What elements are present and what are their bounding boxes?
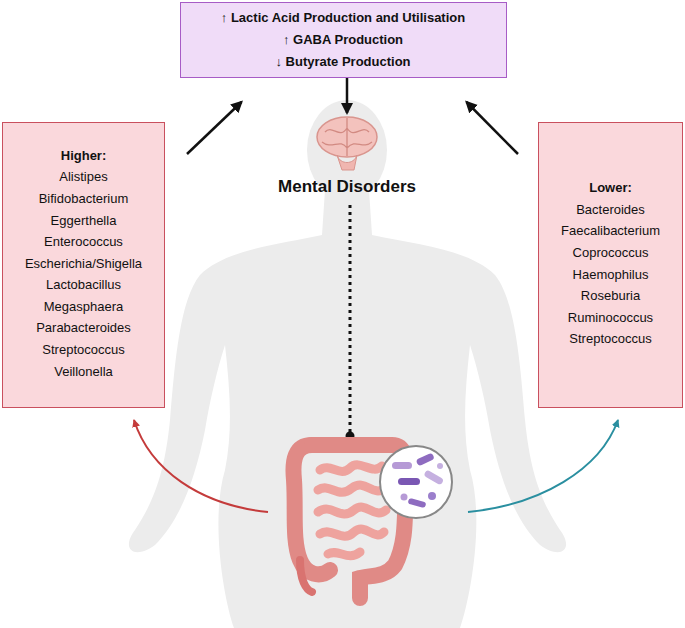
list-item: Alistipes (13, 166, 154, 188)
list-item: Eggerthella (13, 210, 154, 232)
body-silhouette (129, 100, 566, 628)
list-item: Coprococcus (549, 242, 672, 264)
influence-arrow (187, 102, 242, 154)
list-item: Roseburia (549, 285, 672, 307)
list-item: Veillonella (13, 361, 154, 383)
lower-box: Lower:BacteroidesFaecalibacteriumCoproco… (538, 122, 683, 408)
higher-box: Higher:AlistipesBifidobacteriumEggerthel… (2, 122, 165, 408)
list-heading: Lower: (549, 177, 672, 199)
list-item: Bacteroides (549, 199, 672, 221)
list-item: Lactobacillus (13, 274, 154, 296)
list-item: Faecalibacterium (549, 220, 672, 242)
list-item: Haemophilus (549, 264, 672, 286)
list-item: ↓ Butyrate Production (195, 51, 492, 73)
list-item: ↑ Lactic Acid Production and Utilisation (195, 7, 492, 29)
list-item: Bifidobacterium (13, 188, 154, 210)
central-label: Mental Disorders (278, 177, 416, 197)
list-item: Streptococcus (549, 328, 672, 350)
outcome-box: ↑ Lactic Acid Production and Utilisation… (180, 2, 507, 78)
brain-icon (317, 117, 377, 170)
list-item: Ruminococcus (549, 307, 672, 329)
list-item: Escherichia/Shigella (13, 253, 154, 275)
influence-arrow (346, 78, 349, 113)
bacteria-magnifier (380, 446, 452, 518)
higher-arrow (134, 420, 268, 512)
gut-brain-axis-line (349, 205, 352, 432)
list-item: Streptococcus (13, 339, 154, 361)
lower-arrow (468, 420, 618, 512)
list-item: ↑ GABA Production (195, 29, 492, 51)
list-item: Megasphaera (13, 296, 154, 318)
influence-arrow (467, 102, 519, 154)
list-item: Parabacteroides (13, 317, 154, 339)
list-item: Enterococcus (13, 231, 154, 253)
list-heading: Higher: (13, 145, 154, 167)
